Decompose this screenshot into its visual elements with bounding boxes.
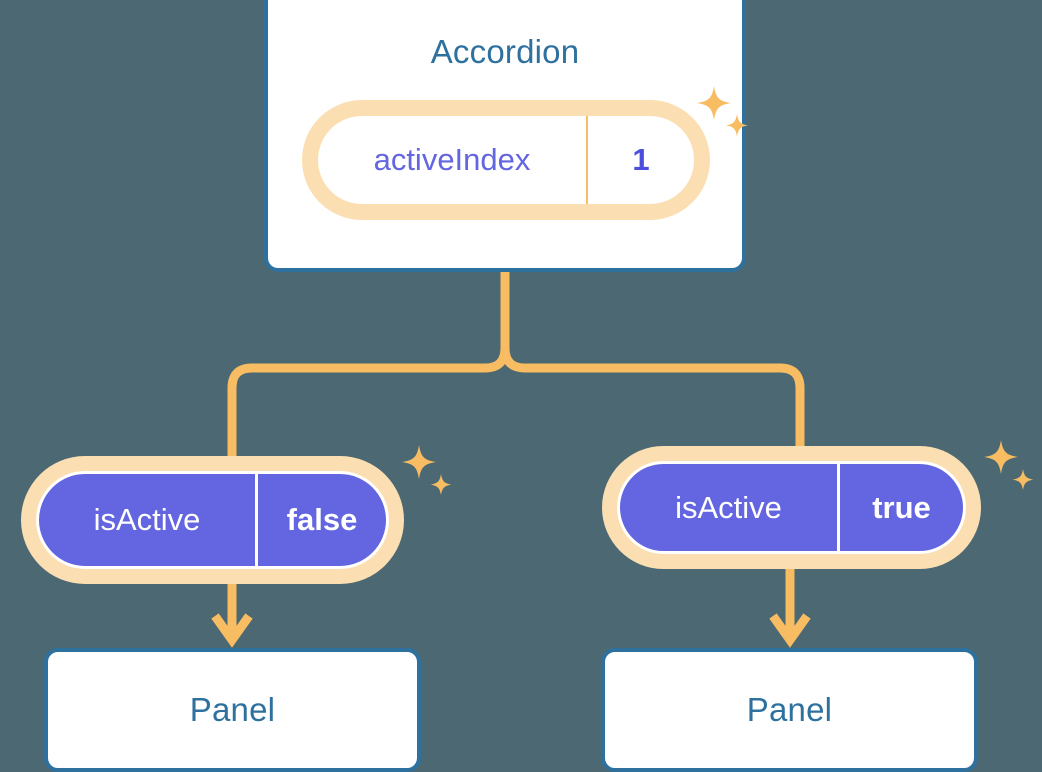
- component-title-accordion: Accordion: [430, 33, 580, 70]
- state-value-active-index: 1: [586, 116, 694, 204]
- component-title-panel-left: Panel: [189, 691, 276, 728]
- component-title-panel-right: Panel: [746, 691, 833, 728]
- state-pill-is-active-left[interactable]: isActive false: [21, 456, 404, 584]
- state-key-is-active-right: isActive: [675, 489, 782, 525]
- state-key-is-active-left: isActive: [93, 502, 201, 537]
- state-pill-is-active-right[interactable]: isActive true: [602, 446, 981, 569]
- state-value-is-active-right: true: [837, 464, 963, 551]
- state-key-active-index: activeIndex: [373, 142, 531, 177]
- connector-root-to-left: [227, 267, 510, 467]
- sparkle-icon: [984, 440, 1034, 490]
- connector-root-to-right: [500, 267, 805, 457]
- component-card-panel-right[interactable]: Panel: [601, 648, 978, 772]
- arrowhead-left: [211, 613, 253, 648]
- state-pill-active-index[interactable]: activeIndex 1: [302, 100, 710, 220]
- state-value-is-active-left: false: [255, 474, 386, 566]
- component-card-panel-left[interactable]: Panel: [44, 648, 421, 772]
- sparkle-icon: [402, 445, 452, 495]
- arrowhead-right: [769, 613, 811, 648]
